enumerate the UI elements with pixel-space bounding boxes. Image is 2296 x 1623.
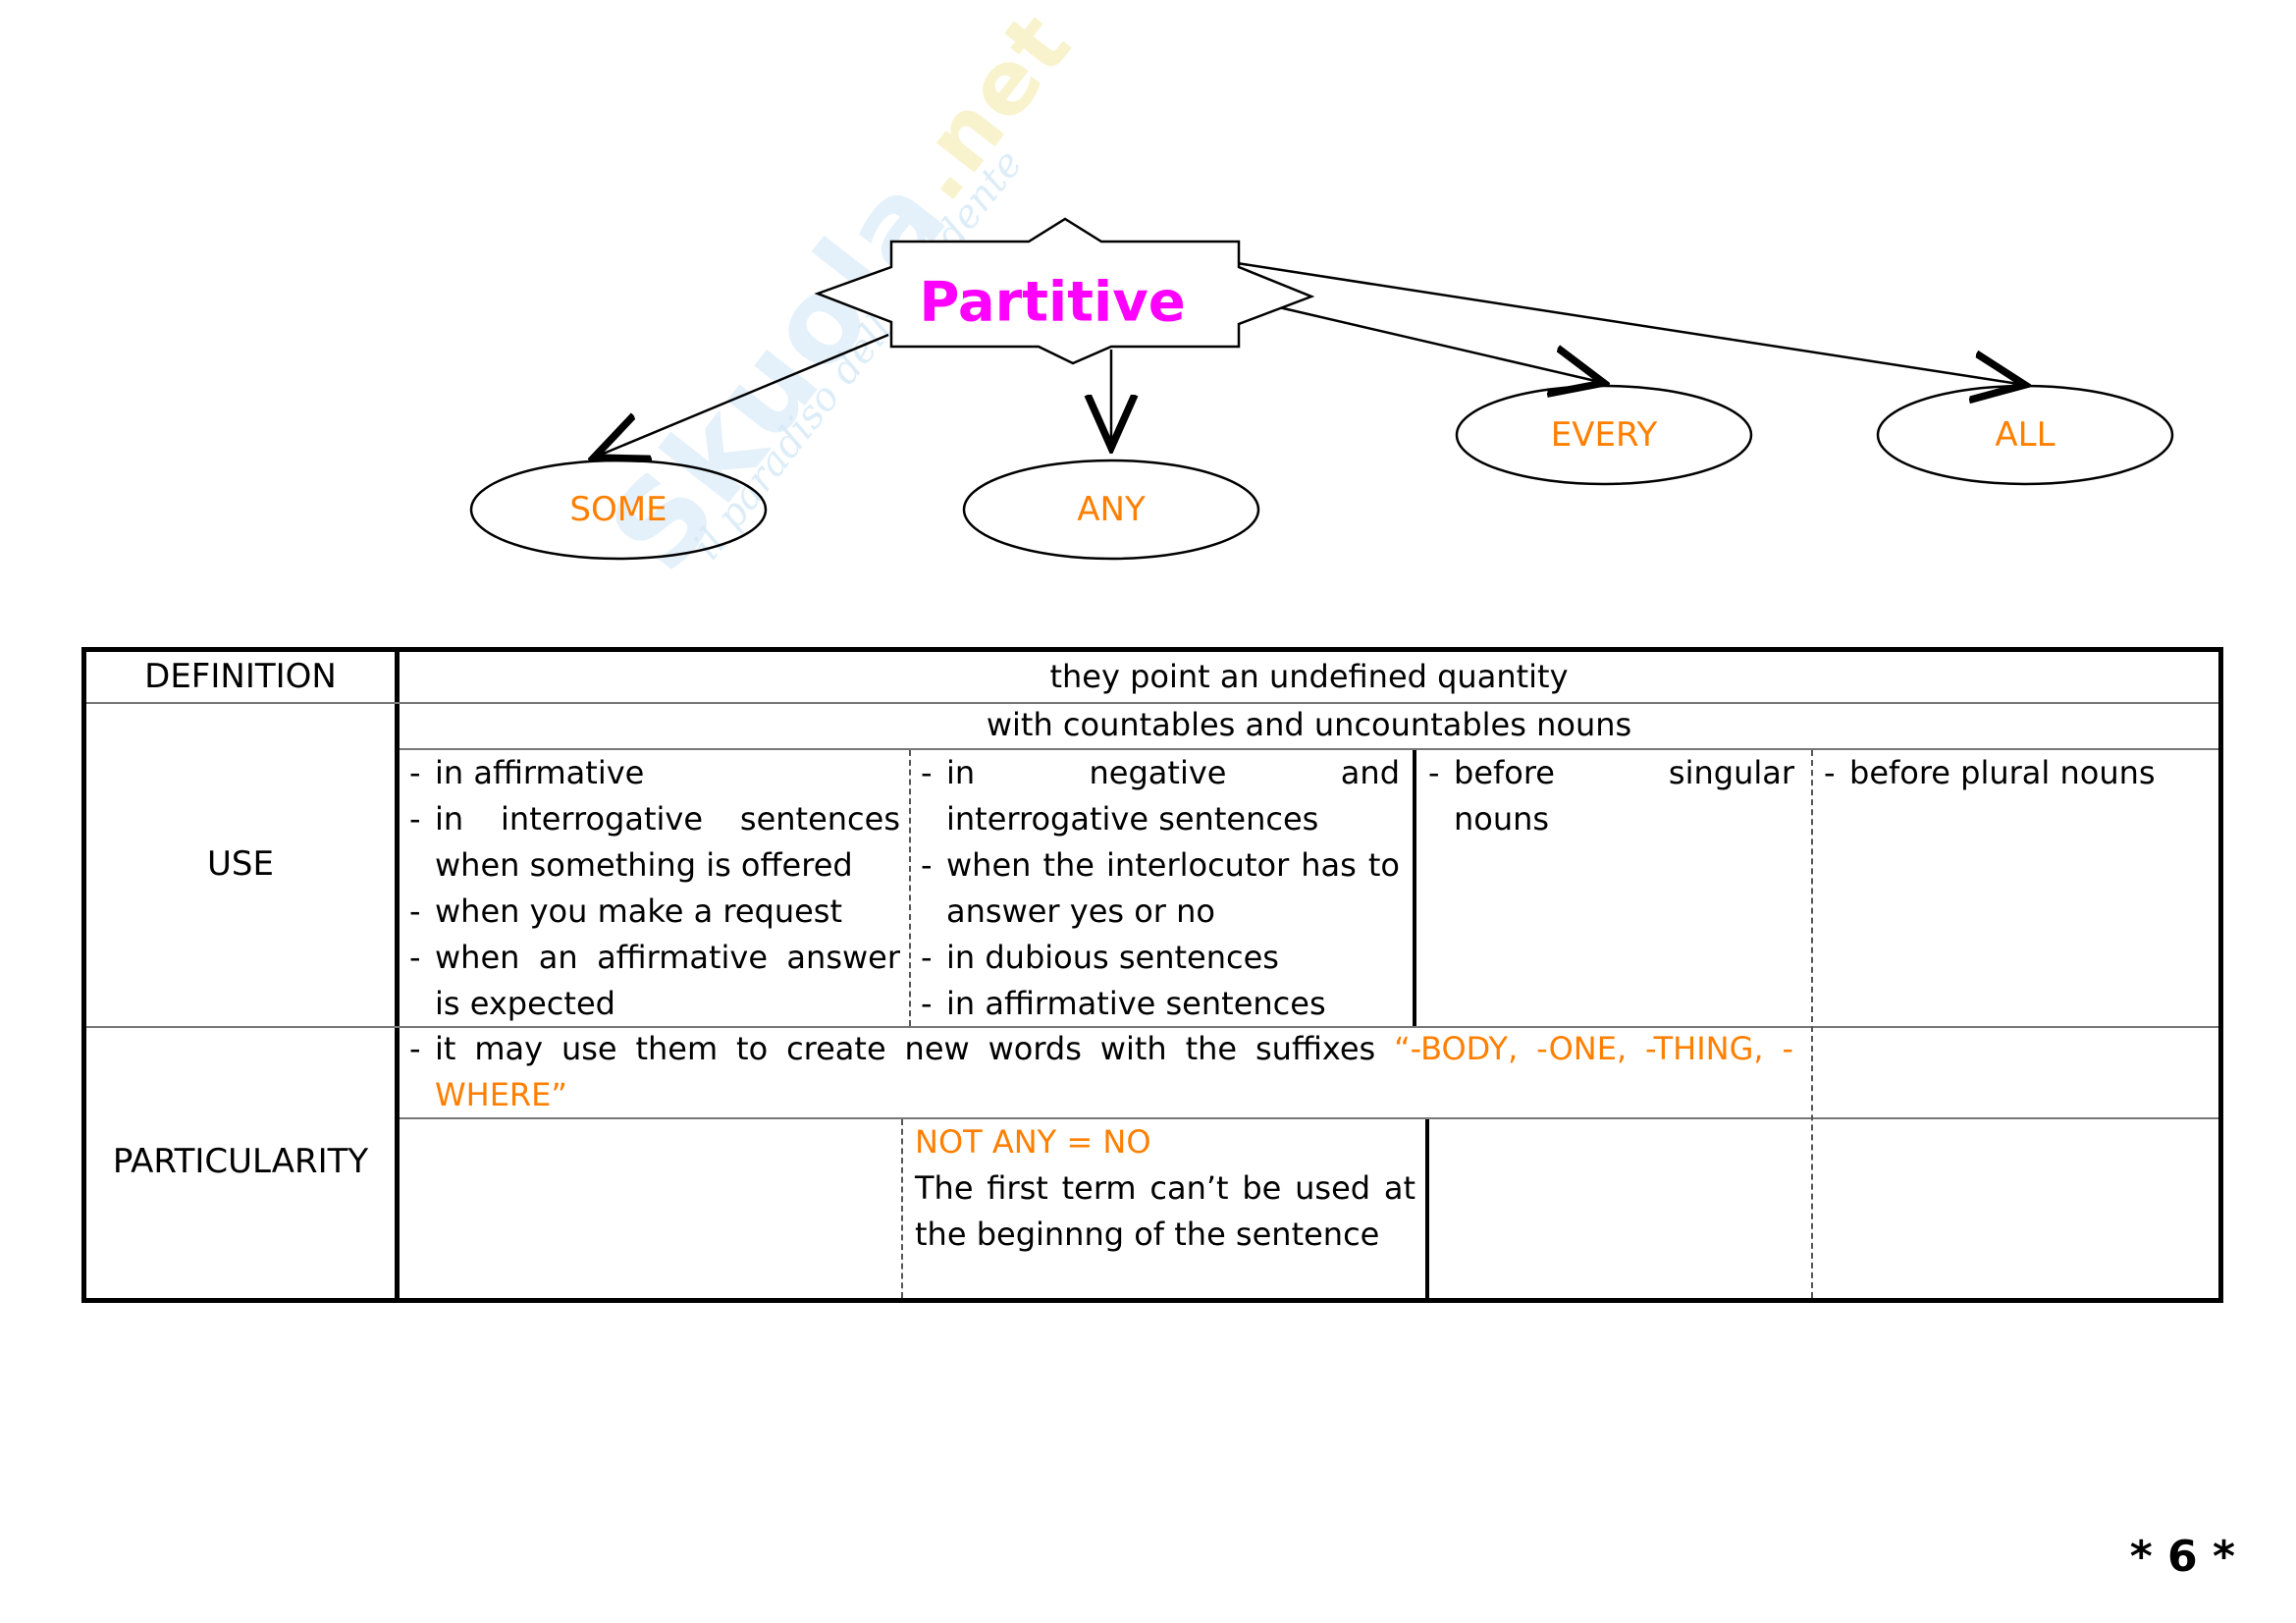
ellipse-some bbox=[469, 459, 768, 561]
divider-any-every bbox=[1413, 750, 1416, 1026]
particularity-any-cell: NOT ANY = NO The first term can’t be use… bbox=[915, 1119, 1415, 1258]
rule-definition bbox=[86, 702, 2218, 704]
list-item: in negative and interrogative sentences bbox=[921, 750, 1400, 842]
divider-every-all bbox=[1811, 750, 1813, 1298]
list-item: before singular nouns bbox=[1428, 750, 1794, 842]
use-some-cell: in affirmative in interrogative sentence… bbox=[409, 750, 900, 1027]
list-item: in dubious sentences bbox=[921, 935, 1400, 981]
rule-use-general bbox=[400, 748, 2218, 750]
node-all-label: ALL bbox=[1995, 415, 2056, 455]
partitive-diagram bbox=[469, 217, 2174, 561]
ellipse-any bbox=[962, 459, 1260, 561]
partitive-table: DEFINITION USE PARTICULARITY they point … bbox=[81, 647, 2223, 1303]
list-item: when an affirmative answer is expected bbox=[409, 935, 900, 1027]
suffix-list: “-BODY, -ONE, -THING, -WHERE” bbox=[435, 1030, 1794, 1113]
rule-particularity bbox=[400, 1117, 2218, 1119]
use-any-cell: in negative and interrogative sentences … bbox=[921, 750, 1400, 1027]
ellipse-all bbox=[1876, 384, 2174, 486]
row-header-definition: DEFINITION bbox=[144, 657, 337, 696]
not-any-note: The first term can’t be used at the begi… bbox=[915, 1169, 1415, 1253]
divider-part-any-every bbox=[1425, 1119, 1429, 1298]
arrow-to-every bbox=[1265, 302, 1604, 383]
divider-some-any bbox=[909, 750, 911, 1026]
not-any-title: NOT ANY = NO bbox=[915, 1123, 1151, 1161]
divider-part-some-any bbox=[901, 1119, 903, 1298]
diagram-title: Partitive bbox=[919, 270, 1186, 335]
row-header-particularity: PARTICULARITY bbox=[112, 1142, 369, 1181]
particularity-suffix-cell: it may use them to create new words with… bbox=[409, 1026, 1793, 1118]
list-item: in affirmative bbox=[409, 750, 900, 796]
arrow-to-some bbox=[594, 333, 889, 458]
partitive-shape bbox=[814, 217, 1315, 365]
ellipse-every bbox=[1455, 384, 1753, 486]
list-item: in interrogative sentences when somethin… bbox=[409, 796, 900, 889]
list-item: before plural nouns bbox=[1824, 750, 2212, 796]
definition-text: they point an undefined quantity bbox=[1049, 658, 1569, 695]
row-header-use: USE bbox=[207, 843, 274, 884]
list-item: in affirmative sentences bbox=[921, 981, 1400, 1027]
node-any-label: ANY bbox=[1077, 490, 1146, 529]
node-every-label: EVERY bbox=[1550, 415, 1658, 455]
arrow-to-all bbox=[1236, 261, 2025, 385]
list-item: it may use them to create new words with… bbox=[409, 1026, 1793, 1118]
use-all-cell: before plural nouns bbox=[1824, 750, 2212, 796]
list-item: when you make a request bbox=[409, 889, 900, 935]
header-column-border bbox=[395, 652, 400, 1298]
list-item: when the interlocutor has to answer yes … bbox=[921, 842, 1400, 935]
use-every-cell: before singular nouns bbox=[1428, 750, 1794, 842]
node-some-label: SOME bbox=[569, 490, 667, 529]
suffix-intro: it may use them to create new words with… bbox=[435, 1030, 1395, 1067]
use-general-text: with countables and uncountables nouns bbox=[986, 706, 1632, 743]
page-number: * 6 * bbox=[2129, 1532, 2235, 1582]
